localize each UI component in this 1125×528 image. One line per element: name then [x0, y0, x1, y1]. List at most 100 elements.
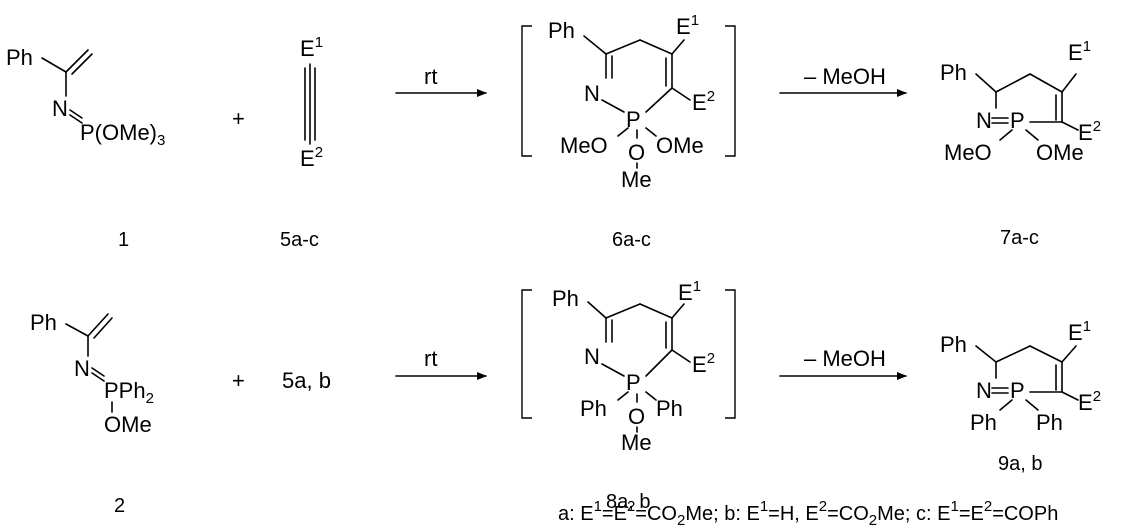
compound-7-label: 7a-c — [1000, 227, 1039, 249]
bond-ch2-c — [639, 303, 673, 319]
bond-n-p-1 — [69, 109, 83, 119]
bond-n-p-2 — [69, 114, 83, 124]
bond-p-ome-left — [999, 129, 1013, 141]
intermediate-8: Ph E1 N E2 P Ph Ph O Me — [521, 278, 736, 455]
bond-p-ome-right — [1025, 129, 1039, 141]
bond-n-p — [601, 99, 625, 113]
phenyl-label: Ph — [940, 332, 967, 357]
bond-ph-c — [975, 345, 997, 363]
bond-c-e1 — [1061, 345, 1077, 363]
bond-p-ph-left — [999, 399, 1013, 411]
e1-label: E1 — [300, 34, 323, 61]
bond-ch2-c — [639, 39, 673, 55]
bond-c-ch2 — [605, 303, 641, 319]
bond-c-ch2-double — [93, 317, 113, 339]
intermediate-6: Ph E1 N E2 P MeO OMe O Me — [521, 12, 736, 192]
alkyne-reference: 5a, b — [282, 368, 331, 393]
nitrogen-label: N — [976, 378, 992, 403]
phosphorus-label: P — [1010, 108, 1025, 133]
phosphite-group: P(OMe)3 — [80, 120, 165, 149]
e1-label: E1 — [1068, 38, 1091, 65]
compound-1: Ph N P(OMe)3 — [6, 45, 165, 149]
bond-n-p — [601, 363, 625, 377]
methoxy-label: OMe — [104, 412, 152, 437]
bond-c-e1 — [1061, 73, 1077, 93]
methoxy-right: OMe — [1036, 140, 1084, 165]
phosphorus-label: P — [626, 107, 641, 132]
bond-ch-c — [1029, 345, 1063, 363]
e2-label: E2 — [1078, 388, 1101, 415]
methoxy-right: OMe — [656, 133, 704, 158]
bond-c-ch2 — [65, 49, 89, 73]
e1-label: E1 — [1068, 318, 1091, 345]
bond-c-e2 — [671, 87, 691, 101]
nitrogen-label: N — [976, 108, 992, 133]
product-7: Ph E1 N P E2 MeO OMe — [940, 38, 1101, 165]
bond-ph-c — [975, 73, 997, 93]
bond-p-ome-left — [617, 127, 629, 137]
compound-6-label: 6a-c — [612, 229, 651, 251]
e2-label: E2 — [692, 88, 715, 115]
compound-8-label: 8a, b — [606, 491, 650, 513]
nitrogen-label: N — [584, 344, 600, 369]
methoxy-left: MeO — [560, 133, 608, 158]
bracket-left — [521, 289, 532, 419]
bond-p-ph-left — [617, 391, 629, 401]
compound-5-label: 5a-c — [280, 229, 319, 251]
methyl-label: Me — [621, 167, 652, 192]
e1-label: E1 — [678, 278, 701, 305]
bond-p-ph-right — [1025, 399, 1039, 411]
bond-c-e2 — [1061, 121, 1079, 131]
oxygen-label: O — [628, 140, 645, 165]
bond-n-p-1 — [91, 367, 105, 377]
bracket-right — [725, 289, 736, 419]
phenyl-left: Ph — [970, 410, 997, 435]
phosphine-group: PPh2 — [104, 378, 154, 407]
phenyl-label: Ph — [30, 310, 57, 335]
e1-label: E1 — [676, 12, 699, 39]
bond-p-ph-right — [645, 391, 657, 401]
bond-c-ch2 — [87, 313, 109, 337]
plus-sign: + — [232, 106, 245, 131]
bond-c-e2 — [1061, 391, 1079, 401]
compound-9-label: 9a, b — [998, 453, 1042, 475]
bond-c-ch2-double — [71, 53, 93, 75]
phosphorus-label: P — [626, 370, 641, 395]
phenyl-label: Ph — [552, 286, 579, 311]
bond-c-e1 — [671, 39, 685, 55]
bond-ph-c — [587, 301, 607, 319]
bond-ph-c — [41, 57, 67, 73]
compound-1-label: 1 — [118, 229, 129, 251]
bond-n-p-2 — [91, 372, 105, 382]
e2-label: E2 — [692, 350, 715, 377]
bond-c-e2 — [671, 349, 691, 363]
arrow-meoh-label: – MeOH — [804, 64, 886, 89]
plus-sign: + — [232, 368, 245, 393]
bracket-left — [521, 25, 532, 157]
bracket-right — [725, 25, 736, 157]
phenyl-right: Ph — [1036, 410, 1063, 435]
bond-c-ch — [995, 73, 1031, 93]
bond-c-ch — [995, 345, 1031, 363]
bond-c-e1 — [671, 303, 685, 319]
arrow-rt-label: rt — [424, 346, 437, 371]
arrow-meoh-label: – MeOH — [804, 346, 886, 371]
nitrogen-label: N — [74, 356, 90, 381]
methoxy-left: MeO — [944, 140, 992, 165]
bond-ph-c — [65, 323, 89, 337]
e2-label: E2 — [300, 144, 323, 171]
bond-c-p — [645, 87, 673, 113]
bond-c-ch2 — [605, 39, 641, 55]
compound-2-label: 2 — [114, 495, 125, 517]
methyl-label: Me — [621, 430, 652, 455]
phenyl-label: Ph — [940, 60, 967, 85]
alkyne-5: E1 E2 — [300, 34, 323, 171]
e2-label: E2 — [1078, 118, 1101, 145]
nitrogen-label: N — [52, 96, 68, 121]
phenyl-right: Ph — [656, 396, 683, 421]
bond-ph-c — [583, 35, 607, 55]
compound-2: Ph N PPh2 OMe — [30, 310, 154, 437]
phenyl-left: Ph — [580, 396, 607, 421]
product-9: Ph E1 N P E2 Ph Ph — [940, 318, 1101, 435]
